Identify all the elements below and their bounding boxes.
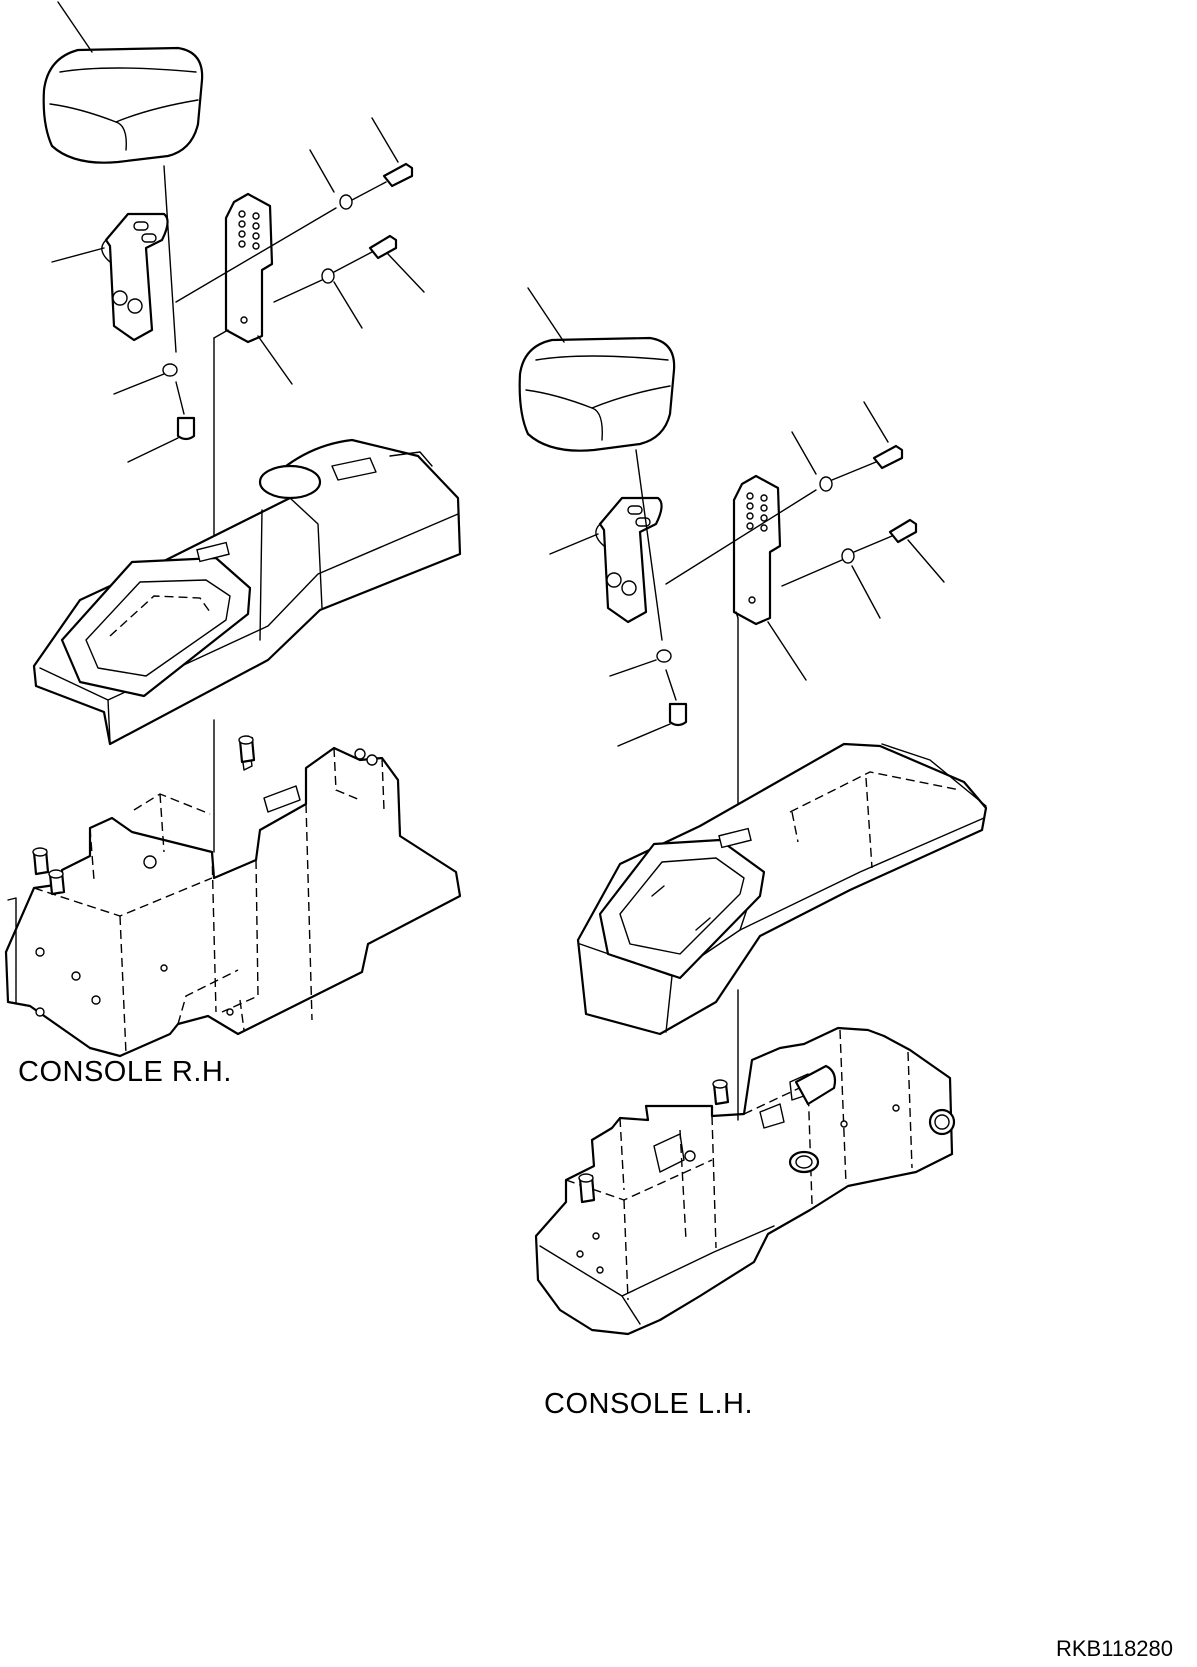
console-cover-rh: [32, 438, 462, 746]
stud-icon: [578, 1173, 594, 1183]
console-frame-rh: [4, 735, 462, 1058]
leader-line: [767, 621, 807, 681]
bolt-icon: [872, 444, 904, 470]
console-lh-caption: CONSOLE L.H.: [544, 1388, 754, 1420]
stud-icon: [48, 869, 64, 879]
stud-icon: [712, 1079, 728, 1089]
stud-icon: [32, 847, 48, 857]
washer-icon: [841, 548, 855, 564]
bolt-icon: [668, 702, 688, 727]
bolt-icon: [888, 518, 918, 544]
stud-icon: [238, 735, 254, 745]
console-rh-caption: CONSOLE R.H.: [18, 1056, 232, 1088]
adjust-plate-lh: [732, 474, 782, 626]
armrest-pad-rh: [42, 46, 204, 164]
pivot-arm-icon: [794, 1064, 837, 1106]
washer-icon: [321, 268, 335, 284]
leader-line: [549, 533, 599, 555]
bolt-icon: [382, 162, 414, 188]
leader-line: [57, 1, 93, 53]
bolt-icon: [368, 234, 398, 260]
drawing-number: RKB118280: [1056, 1636, 1174, 1661]
leader-line: [257, 335, 293, 385]
washer-icon: [656, 649, 672, 663]
leader-line: [51, 247, 105, 263]
console-lh-assembly: [518, 287, 988, 1336]
bolt-icon: [176, 416, 196, 441]
console-rh-assembly: [4, 1, 462, 1058]
console-frame-lh: [534, 1026, 956, 1336]
washer-icon: [162, 363, 178, 377]
adjust-plate-rh: [224, 192, 274, 344]
washer-icon: [819, 476, 833, 492]
armrest-pad-lh: [518, 336, 676, 452]
armrest-bracket-rh: [101, 212, 169, 342]
leader-line: [527, 287, 565, 343]
console-cover-lh: [576, 742, 988, 1036]
washer-icon: [339, 194, 353, 210]
